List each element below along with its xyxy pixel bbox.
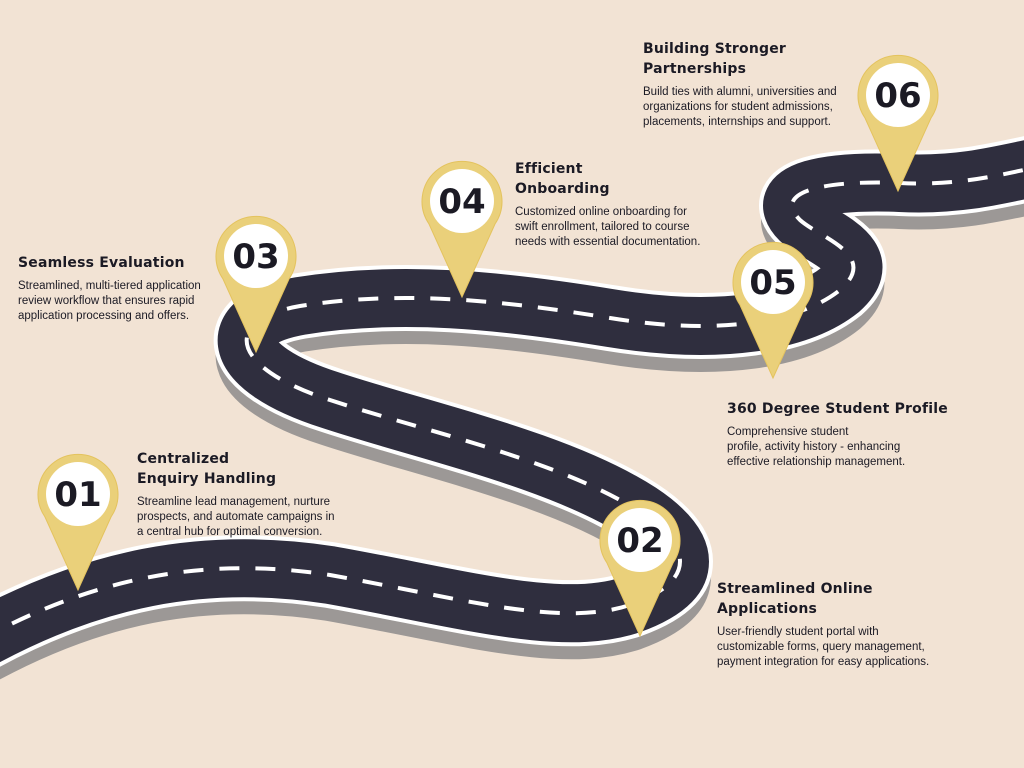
step-02: Streamlined Online Applications User-fri… [717, 579, 977, 670]
step-04: Efficient Onboarding Customized online o… [515, 159, 735, 250]
step-03-title: Seamless Evaluation [18, 255, 185, 271]
step-02-description: User-friendly student portal with custom… [717, 626, 930, 668]
step-02-title: Streamlined Online Applications [717, 581, 873, 617]
pin-04-face [430, 169, 494, 233]
step-06-description: Build ties with alumni, universities and… [643, 86, 837, 128]
lane-markings [0, 167, 1024, 632]
pin-01-face [46, 462, 110, 526]
step-01-description: Streamline lead management, nurture pros… [137, 496, 335, 538]
step-06-title: Building Stronger Partnerships [643, 41, 787, 77]
pin-06-number: 06 [874, 76, 921, 116]
step-04-title: Efficient Onboarding [515, 161, 610, 197]
step-05-title: 360 Degree Student Profile [727, 401, 948, 417]
step-05-description: Comprehensive student profile, activity … [727, 426, 906, 468]
step-06: Building Stronger Partnerships Build tie… [643, 39, 873, 130]
pin-06: 06 [857, 54, 939, 193]
step-03-description: Streamlined, multi-tiered application re… [18, 280, 201, 322]
step-01: Centralized Enquiry Handling Streamline … [137, 449, 367, 540]
pin-01: 01 [37, 453, 119, 592]
pin-02: 02 [599, 499, 681, 638]
step-03: Seamless Evaluation Streamlined, multi-t… [18, 253, 238, 324]
pin-05-number: 05 [749, 263, 796, 303]
step-01-title: Centralized Enquiry Handling [137, 451, 277, 487]
milestone-pins: 01 02 03 04 05 06 [37, 54, 939, 638]
pin-05: 05 [732, 241, 814, 380]
pin-05-face [741, 250, 805, 314]
pin-03-number: 03 [232, 237, 279, 277]
pin-01-number: 01 [54, 475, 101, 515]
pin-04: 04 [421, 160, 503, 299]
step-05: 360 Degree Student Profile Comprehensive… [727, 399, 967, 470]
pin-03-face [224, 224, 288, 288]
step-04-description: Customized online onboarding for swift e… [515, 206, 701, 248]
pin-02-number: 02 [616, 521, 663, 561]
pin-06-face [866, 63, 930, 127]
pin-02-face [608, 508, 672, 572]
pin-04-number: 04 [438, 182, 485, 222]
pin-03: 03 [215, 215, 297, 354]
